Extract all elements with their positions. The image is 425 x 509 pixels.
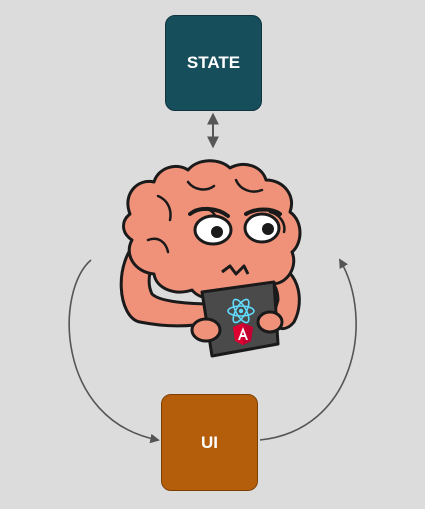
ui-node: UI [161,394,258,491]
ui-to-mascot-edge [259,258,357,441]
ui-node-label: UI [201,432,218,452]
state-node-label: STATE [186,53,241,72]
state-node: STATE [165,15,262,111]
mascot-to-ui-edge [68,259,160,444]
